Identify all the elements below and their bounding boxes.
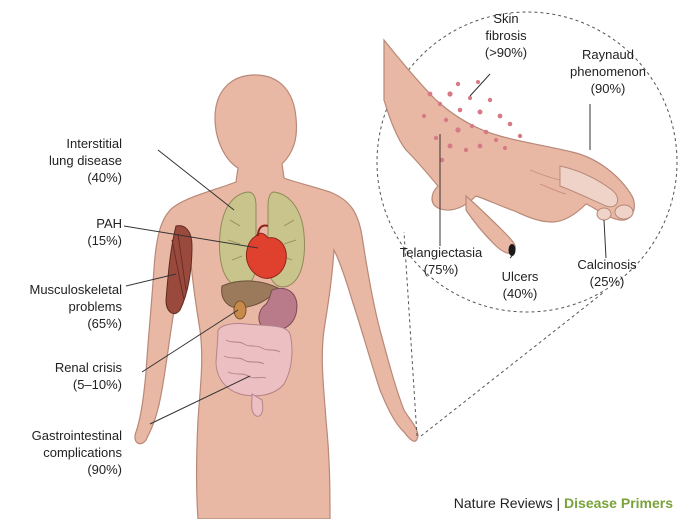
label-renal-crisis: Renal crisis (5–10%) bbox=[54, 360, 122, 392]
fingertip-calcinosis bbox=[596, 207, 612, 221]
hand bbox=[383, 38, 635, 256]
kidney bbox=[233, 300, 247, 320]
human-body bbox=[134, 74, 419, 519]
fingertip-pale bbox=[614, 204, 634, 220]
hand-leader-lines bbox=[439, 73, 607, 259]
label-pah: PAH (15%) bbox=[87, 216, 122, 248]
heart bbox=[245, 232, 287, 279]
finger-ring bbox=[559, 165, 619, 208]
label-telangiectasia: Telangiectasia (75%) bbox=[399, 245, 483, 277]
leader-lines bbox=[123, 149, 259, 425]
rectum bbox=[251, 393, 264, 417]
label-ulcers: Ulcers (40%) bbox=[501, 269, 539, 301]
credit-separator: | bbox=[556, 495, 561, 511]
intestines bbox=[215, 323, 293, 397]
journal-credit: Nature Reviews | Disease Primers bbox=[454, 494, 673, 512]
magnifier-link-left bbox=[403, 231, 418, 437]
label-musculoskeletal-problems: Musculoskeletal problems (65%) bbox=[29, 282, 123, 331]
telangiectasia-spots bbox=[421, 80, 523, 163]
label-raynaud-phenomenon: Raynaud phenomenon (90%) bbox=[570, 47, 646, 96]
magnifier-link-right bbox=[420, 291, 605, 437]
credit-publisher: Nature Reviews bbox=[453, 495, 553, 511]
label-gastrointestinal-complications: Gastrointestinal complications (90%) bbox=[31, 428, 122, 477]
ulcer-mark bbox=[508, 244, 516, 256]
label-calcinosis: Calcinosis (25%) bbox=[577, 257, 637, 289]
label-skin-fibrosis: Skin fibrosis (>90%) bbox=[484, 11, 528, 60]
credit-series: Disease Primers bbox=[564, 495, 673, 511]
label-interstitial-lung-disease: Interstitial lung disease (40%) bbox=[49, 136, 122, 185]
liver bbox=[221, 280, 279, 309]
